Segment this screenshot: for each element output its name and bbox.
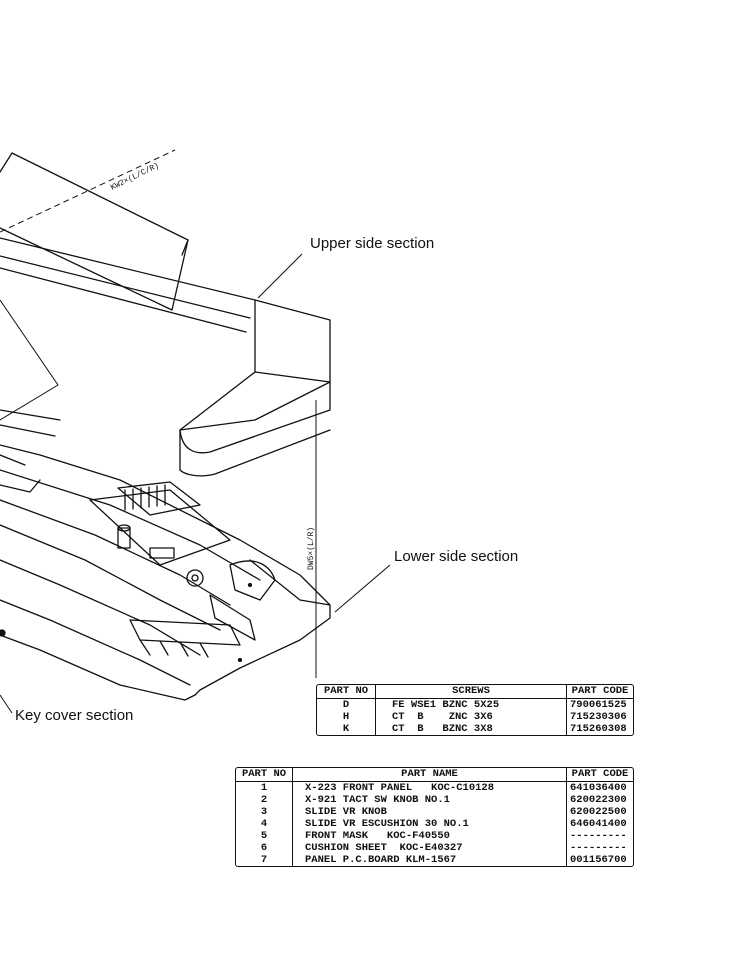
parts-table: PART NO PART NAME PART CODE 1 X-223 FRON… xyxy=(235,767,634,867)
part-no: 4 xyxy=(236,818,293,830)
part-no: 1 xyxy=(236,782,293,794)
leader-upper xyxy=(257,253,303,299)
part-no: H xyxy=(317,711,376,723)
part-name: X-921 TACT SW KNOB NO.1 xyxy=(305,794,450,806)
dimension-line-top xyxy=(0,149,176,233)
part-code: 641036400 xyxy=(566,782,633,794)
part-code: 790061525 xyxy=(566,699,633,711)
part-code: 620022300 xyxy=(566,794,633,806)
lower-chassis xyxy=(0,444,331,701)
part-no: K xyxy=(317,723,376,735)
screws-table: PART NO SCREWS PART CODE D FE WSE1 BZNC … xyxy=(316,684,634,736)
table-row: 1 X-223 FRONT PANEL KOC-C10128 641036400 xyxy=(236,782,633,794)
table-row: 5 FRONT MASK KOC-F40550 --------- xyxy=(236,830,633,842)
table-row: 3 SLIDE VR KNOB 620022500 xyxy=(236,806,633,818)
callout-upper-side-section: Upper side section xyxy=(310,235,435,252)
screw-name: CT B ZNC 3X6 xyxy=(392,711,493,723)
part-name: SLIDE VR KNOB xyxy=(305,806,387,818)
table-row: 7 PANEL P.C.BOARD KLM-1567 001156700 xyxy=(236,854,633,866)
screws-table-header: PART NO SCREWS PART CODE xyxy=(317,685,633,699)
leader-keycover xyxy=(0,694,13,714)
part-code: 715260308 xyxy=(566,723,633,735)
part-code: --------- xyxy=(566,830,633,842)
dimension-label-top: KW2×(L/C/R) xyxy=(109,161,160,192)
part-code: 646041400 xyxy=(566,818,633,830)
leader-lower xyxy=(334,564,391,613)
part-name: X-223 FRONT PANEL KOC-C10128 xyxy=(305,782,495,794)
part-name: CUSHION SHEET KOC-E40327 xyxy=(305,842,463,854)
part-code: 001156700 xyxy=(566,854,633,866)
callout-key-cover-section: Key cover section xyxy=(15,707,134,724)
header-part-no: PART NO xyxy=(236,768,293,782)
table-row: 4 SLIDE VR ESCUSHION 30 NO.1 646041400 xyxy=(236,818,633,830)
dimension-label-side: DW5×(L/R) xyxy=(307,527,316,570)
table-row: 6 CUSHION SHEET KOC-E40327 --------- xyxy=(236,842,633,854)
keys xyxy=(129,619,241,658)
table-row: D FE WSE1 BZNC 5X25 790061525 xyxy=(317,699,633,711)
header-part-code: PART CODE xyxy=(566,768,633,782)
part-code: 715230306 xyxy=(566,711,633,723)
callout-lower-side-section: Lower side section xyxy=(394,548,519,565)
parts-table-header: PART NO PART NAME PART CODE xyxy=(236,768,633,782)
part-code: 620022500 xyxy=(566,806,633,818)
header-part-name: PART NAME xyxy=(293,768,566,782)
part-no: 7 xyxy=(236,854,293,866)
table-row: K CT B BZNC 3X8 715260308 xyxy=(317,723,633,735)
upper-side-section-part xyxy=(0,237,331,477)
table-row: H CT B ZNC 3X6 715230306 xyxy=(317,711,633,723)
table-row: 2 X-921 TACT SW KNOB NO.1 620022300 xyxy=(236,794,633,806)
leader-misc xyxy=(0,299,59,421)
part-no: 2 xyxy=(236,794,293,806)
header-part-code: PART CODE xyxy=(566,685,633,699)
header-part-no: PART NO xyxy=(317,685,376,699)
front-rails xyxy=(0,409,61,493)
part-name: FRONT MASK KOC-F40550 xyxy=(305,830,450,842)
part-name: SLIDE VR ESCUSHION 30 NO.1 xyxy=(305,818,469,830)
music-rest xyxy=(0,152,189,311)
header-screws: SCREWS xyxy=(376,685,566,699)
part-no: 3 xyxy=(236,806,293,818)
part-no: 6 xyxy=(236,842,293,854)
panel-pcb xyxy=(89,481,276,641)
part-no: D xyxy=(317,699,376,711)
part-no: 5 xyxy=(236,830,293,842)
part-code: --------- xyxy=(566,842,633,854)
screw-name: CT B BZNC 3X8 xyxy=(392,723,493,735)
screw-name: FE WSE1 BZNC 5X25 xyxy=(392,699,500,711)
part-name: PANEL P.C.BOARD KLM-1567 xyxy=(305,854,457,866)
